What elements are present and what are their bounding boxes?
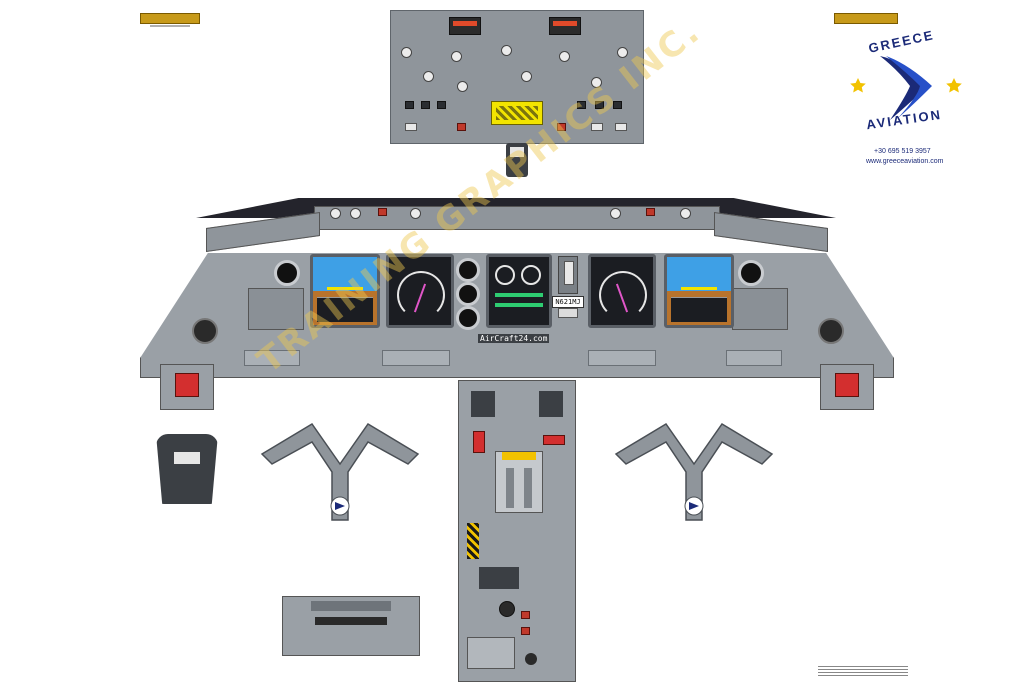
fire-handle-left[interactable] [473, 431, 485, 453]
overhead-switch-1[interactable] [405, 101, 414, 109]
overhead-knob-2[interactable] [423, 71, 434, 82]
mfd-right [588, 254, 656, 328]
overhead-knob-4[interactable] [457, 81, 468, 92]
standby-airspeed [456, 282, 480, 306]
overhead-switch-7[interactable] [595, 101, 604, 109]
mfd-left [386, 254, 454, 328]
site-credit: AirCraft24.com [478, 334, 550, 343]
autopilot-panel [314, 206, 720, 230]
overhead-knob-6[interactable] [521, 71, 532, 82]
star-icon [946, 78, 962, 93]
pedestal-display-left [471, 391, 495, 417]
overhead-switch-8[interactable] [613, 101, 622, 109]
throttle-quadrant[interactable] [495, 451, 543, 513]
overhead-knob-5[interactable] [501, 45, 512, 56]
side-console-right [820, 364, 874, 410]
standby-attitude [456, 258, 480, 282]
ap-knob-5[interactable] [680, 208, 691, 219]
overhead-switch-4[interactable] [457, 123, 466, 131]
ap-knob-1[interactable] [330, 208, 341, 219]
overhead-switch-2[interactable] [421, 101, 430, 109]
pedestal-display-right [539, 391, 563, 417]
header-tag-right [834, 13, 898, 24]
ap-knob-2[interactable] [350, 208, 361, 219]
fine-print-block [818, 666, 908, 678]
overhead-warning-panel [491, 101, 543, 125]
fire-handle-right[interactable] [543, 435, 565, 445]
aft-storage-box [282, 596, 420, 656]
header-tag-left-sub [150, 25, 190, 27]
yoke-logo-icon [335, 502, 345, 510]
vent-1 [244, 350, 300, 366]
glareshield [196, 190, 836, 253]
speaker-left [192, 318, 218, 344]
side-controls-right [732, 288, 788, 330]
vent-3 [588, 350, 656, 366]
overhead-annunciator-right [549, 17, 581, 35]
logo-website: www.greeceaviation.com [866, 158, 944, 165]
clock-left [274, 260, 300, 286]
vent-2 [382, 350, 450, 366]
star-icon [850, 78, 866, 93]
overhead-switch-6[interactable] [577, 101, 586, 109]
pedestal-hazard-stripe [467, 523, 479, 559]
ap-master-warning-left[interactable] [378, 208, 387, 216]
standby-altimeter [456, 306, 480, 330]
center-pedestal [458, 380, 576, 682]
vent-4 [726, 350, 782, 366]
tiller-handle[interactable] [156, 434, 218, 504]
pedestal-red-switch-2[interactable] [521, 627, 530, 635]
standby-compass [506, 143, 528, 177]
side-console-left [160, 364, 214, 410]
pedestal-rudder-trim[interactable] [525, 653, 537, 665]
overhead-annunciator-left [449, 17, 481, 35]
registration-subplate [558, 308, 578, 318]
greece-aviation-logo-icon [850, 56, 962, 120]
eicas-display [486, 254, 552, 328]
overhead-knob-9[interactable] [617, 47, 628, 58]
overhead-panel [390, 10, 644, 144]
overhead-knob-7[interactable] [559, 51, 570, 62]
overhead-knob-1[interactable] [401, 47, 412, 58]
speaker-right [818, 318, 844, 344]
overhead-switch-3[interactable] [437, 101, 446, 109]
ap-master-warning-right[interactable] [646, 208, 655, 216]
pfd-left [310, 254, 380, 328]
clock-right [738, 260, 764, 286]
pedestal-radio-panel [479, 567, 519, 589]
ap-knob-4[interactable] [610, 208, 621, 219]
side-controls-left [248, 288, 304, 330]
pfd-right [664, 254, 734, 328]
pedestal-red-switch-1[interactable] [521, 611, 530, 619]
registration-placard: N621MJ [552, 296, 584, 308]
pedestal-trim-wheel[interactable] [499, 601, 515, 617]
yoke-right[interactable] [612, 410, 776, 522]
header-tag-left [140, 13, 200, 24]
overhead-lamp-1 [405, 123, 417, 131]
pedestal-lower-panel [467, 637, 515, 669]
overhead-lamp-2 [591, 123, 603, 131]
gear-lever-panel[interactable] [558, 256, 578, 294]
ap-knob-3[interactable] [410, 208, 421, 219]
logo-phone: +30 695 519 3957 [874, 148, 931, 155]
yoke-left[interactable] [258, 410, 422, 522]
overhead-switch-5[interactable] [557, 123, 566, 131]
overhead-knob-3[interactable] [451, 51, 462, 62]
overhead-lamp-3 [615, 123, 627, 131]
overhead-knob-8[interactable] [591, 77, 602, 88]
